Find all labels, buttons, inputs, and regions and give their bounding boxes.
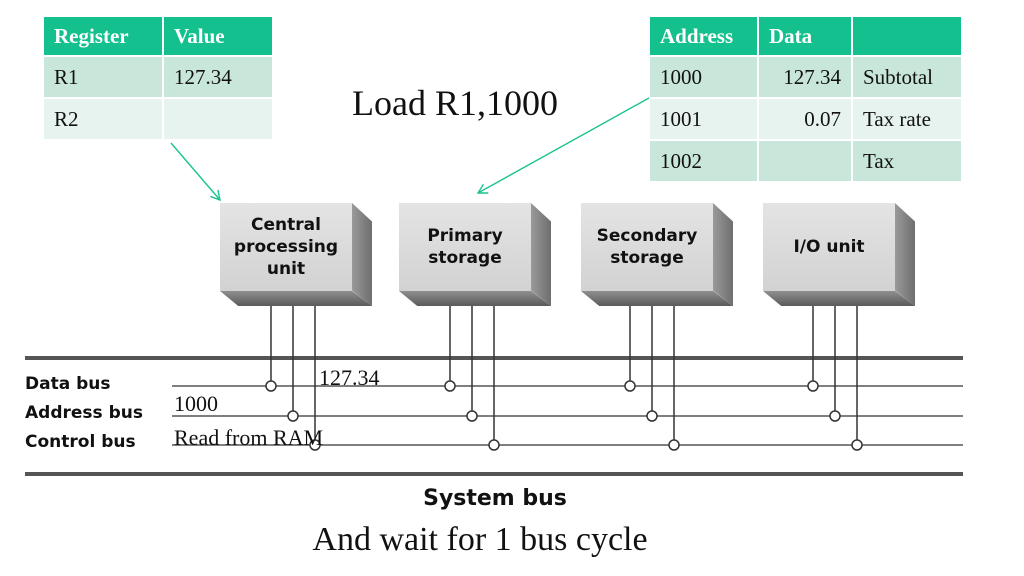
secondary-storage-data-bus-connector [624,380,636,392]
caption: And wait for 1 bus cycle [312,521,648,558]
memory-address: 1000 [650,57,757,97]
primary-storage-label: Primary storage [399,203,531,291]
cpu-control-bus-connector [309,439,321,451]
memory-to-primary-arrow [476,97,650,194]
cpu-data-bus-connector [265,380,277,392]
cpu-address-bus-connector [287,410,299,422]
io-unit-label: I/O unit [763,203,895,291]
secondary-storage-control-bus-connector [668,439,680,451]
primary-storage-data-bus-connector [444,380,456,392]
description-header [853,17,961,55]
table-row: 1001 0.07 Tax rate [650,99,961,139]
table-row: 1002 Tax [650,141,961,181]
secondary-storage-address-bus-connector [646,410,658,422]
register-name: R2 [44,99,162,139]
instruction-text: Load R1,1000 [352,83,558,123]
memory-data: 0.07 [759,99,851,139]
memory-address: 1001 [650,99,757,139]
address-header: Address [650,17,757,55]
data-bus-label: Data bus [25,374,111,394]
io-unit-box: I/O unit [763,203,915,306]
register-value: 127.34 [164,57,272,97]
table-row: 1000 127.34 Subtotal [650,57,961,97]
table-row: R1 127.34 [44,57,272,97]
cpu-box: Central processing unit [220,203,372,306]
control-bus-label: Control bus [25,432,136,452]
control-bus-value: Read from RAM [174,425,324,450]
register-table: Register Value R1 127.34 R2 [42,15,274,141]
table-row: R2 [44,99,272,139]
value-header: Value [164,17,272,55]
memory-table: Address Data 1000 127.34 Subtotal 1001 0… [648,15,963,183]
address-bus-label: Address bus [25,403,143,423]
secondary-storage-box: Secondary storage [581,203,733,306]
primary-storage-control-bus-connector [488,439,500,451]
register-header: Register [44,17,162,55]
register-name: R1 [44,57,162,97]
memory-description: Tax [853,141,961,181]
secondary-storage-label: Secondary storage [581,203,713,291]
io-unit-address-bus-connector [829,410,841,422]
data-header: Data [759,17,851,55]
io-unit-control-bus-connector [851,439,863,451]
memory-description: Subtotal [853,57,961,97]
cpu-label: Central processing unit [220,203,352,291]
memory-description: Tax rate [853,99,961,139]
system-bus-title: System bus [423,486,567,511]
io-unit-data-bus-connector [807,380,819,392]
register-to-cpu-arrow [170,142,221,202]
memory-data [759,141,851,181]
address-bus-value: 1000 [174,391,218,416]
register-value [164,99,272,139]
data-bus-value: 127.34 [319,365,380,390]
primary-storage-address-bus-connector [466,410,478,422]
memory-data: 127.34 [759,57,851,97]
primary-storage-box: Primary storage [399,203,551,306]
memory-address: 1002 [650,141,757,181]
